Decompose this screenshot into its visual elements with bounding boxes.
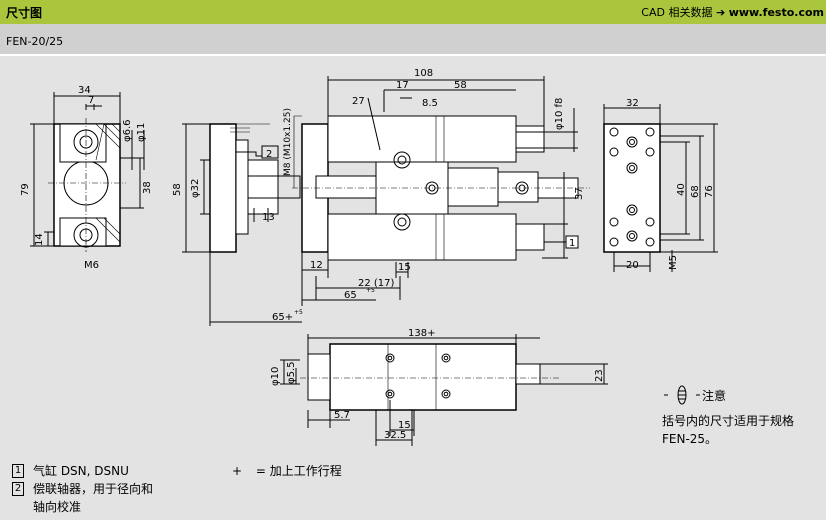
cad-url[interactable]: www.festo.com <box>728 6 824 19</box>
dim-58b: 58 <box>454 80 467 91</box>
dim-15: 15 <box>398 262 411 273</box>
dim-65-plus: 65+ <box>272 312 293 323</box>
divider <box>0 54 826 56</box>
model-name: FEN-20/25 <box>6 35 64 48</box>
dim-23: 23 <box>594 369 605 382</box>
dim-m6: M6 <box>84 260 99 271</box>
legend-item: 2 偿联轴器，用于径向和 <box>12 480 153 498</box>
note-text-line1: 括号内的尺寸适用于规格 <box>662 414 795 428</box>
dim-20: 20 <box>626 260 639 271</box>
dim-14: 14 <box>34 233 45 246</box>
dim-17: 17 <box>396 80 409 91</box>
flange-view <box>182 123 301 253</box>
dim-m8: M8 (M10x1.25) <box>283 108 293 176</box>
plus-symbol: + <box>232 464 243 478</box>
dim-spanner-13: 13 <box>262 212 275 223</box>
dim-7: 7 <box>88 95 94 106</box>
dim-11: φ11 <box>136 123 147 142</box>
callout-2: 2 <box>266 149 272 160</box>
dim-37: 37 <box>574 187 585 200</box>
dim-138: 138+ <box>408 328 435 339</box>
legend-number: 1 <box>12 464 24 478</box>
dim-12: 12 <box>310 260 323 271</box>
legend-text: 气缸 DSN, DSNU <box>33 464 129 478</box>
right-end-view <box>603 104 718 272</box>
note-text-line2: FEN-25。 <box>662 432 718 446</box>
note-label: 注意 <box>702 388 727 403</box>
dim-40: 40 <box>676 183 687 196</box>
dim-spanner-27: 27 <box>352 96 365 107</box>
plus-note: + = 加上工作行程 <box>232 462 342 480</box>
dim-6-6: φ6.6 <box>122 120 133 143</box>
dim-58: 58 <box>172 183 183 196</box>
legend-continuation: 轴向校准 <box>33 500 82 514</box>
legend: 1 气缸 DSN, DSNU 2 偿联轴器，用于径向和 轴向校准 <box>12 462 153 516</box>
legend-number: 2 <box>12 482 24 496</box>
left-end-view <box>30 92 145 252</box>
dim-phi10: φ10 <box>270 367 281 386</box>
main-side-view <box>209 76 590 326</box>
section-title: 尺寸图 <box>6 5 43 20</box>
dim-5-7: 5.7 <box>334 410 350 421</box>
plus-text: = 加上工作行程 <box>255 464 342 478</box>
dim-65-sup: +5 <box>366 287 375 294</box>
bottom-view <box>280 334 608 446</box>
legend-item: 1 气缸 DSN, DSNU <box>12 462 153 480</box>
dim-34: 34 <box>78 85 91 96</box>
dim-phi32: φ32 <box>190 179 201 198</box>
note-box: 注意 括号内的尺寸适用于规格 FEN-25。 <box>662 384 822 448</box>
dim-79: 79 <box>20 183 31 196</box>
dim-38: 38 <box>142 181 153 194</box>
dimension-drawing: 34 7 φ6.6 φ11 79 38 14 M6 58 φ32 2 13 M8… <box>20 68 718 446</box>
dim-22: 22 (17) <box>358 278 395 289</box>
dim-108: 108 <box>414 68 433 79</box>
arrow-icon: ➔ <box>715 6 726 19</box>
legend-text: 偿联轴器，用于径向和 <box>33 482 154 496</box>
dim-phi5-5: φ5.5 <box>286 362 297 385</box>
dim-32-right: 32 <box>626 98 639 109</box>
dim-65: 65 <box>344 290 357 301</box>
cad-prefix: CAD 相关数据 <box>641 6 713 19</box>
dim-m5: M5 <box>668 255 679 270</box>
info-icon <box>664 385 700 405</box>
callout-1: 1 <box>569 238 575 249</box>
dim-8-5: 8.5 <box>422 98 438 109</box>
dim-15b: 15 <box>398 420 411 431</box>
cad-link[interactable]: CAD 相关数据 ➔ www.festo.com <box>641 4 824 20</box>
dim-76: 76 <box>704 185 715 198</box>
dim-68: 68 <box>690 185 701 198</box>
header-bar: 尺寸图 CAD 相关数据 ➔ www.festo.com <box>0 0 826 24</box>
model-bar: FEN-20/25 <box>0 24 826 54</box>
dim-32-5: 32.5 <box>384 430 406 441</box>
dim-65-plus-sup: +5 <box>294 309 303 316</box>
dim-phi10f8: φ10 f8 <box>554 98 565 130</box>
